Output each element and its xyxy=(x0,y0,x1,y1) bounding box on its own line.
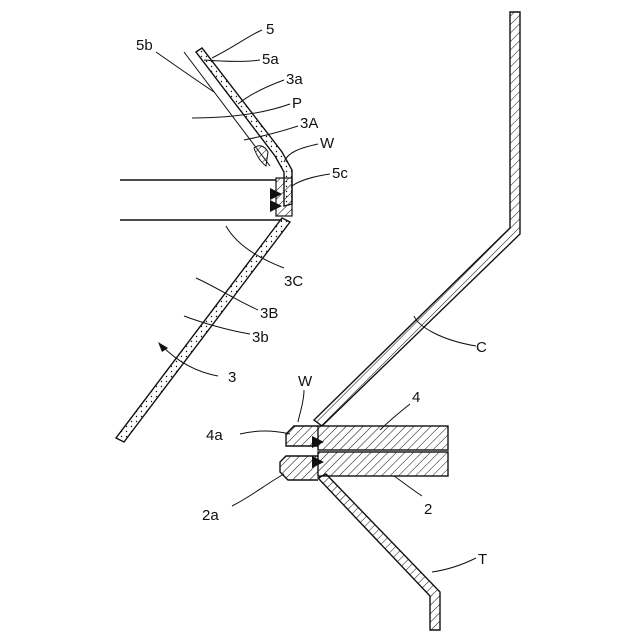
label-3C: 3C xyxy=(284,273,303,290)
label-3B: 3B xyxy=(260,305,278,322)
bar-4 xyxy=(318,426,448,450)
label-2a: 2a xyxy=(202,507,219,524)
bar-2 xyxy=(318,452,448,476)
label-P: P xyxy=(292,95,302,112)
label-3A: 3A xyxy=(300,115,318,132)
label-5c: 5c xyxy=(332,165,348,182)
label-5a: 5a xyxy=(262,51,279,68)
label-4: 4 xyxy=(412,389,420,406)
label-C: C xyxy=(476,339,487,356)
label-T: T xyxy=(478,551,487,568)
label-5b: 5b xyxy=(136,37,153,54)
label-4a: 4a xyxy=(206,427,223,444)
label-3b: 3b xyxy=(252,329,269,346)
member-C-plate xyxy=(314,12,520,426)
label-3: 3 xyxy=(228,369,236,386)
label-5: 5 xyxy=(266,21,274,38)
label-W-top: W xyxy=(320,135,335,152)
leader-lines xyxy=(156,30,476,572)
bead-P xyxy=(254,146,268,166)
label-3a: 3a xyxy=(286,71,303,88)
weld-W-top xyxy=(270,178,292,216)
label-W-bottom: W xyxy=(298,373,313,390)
member-T-plate xyxy=(318,474,440,630)
label-2: 2 xyxy=(424,501,432,518)
